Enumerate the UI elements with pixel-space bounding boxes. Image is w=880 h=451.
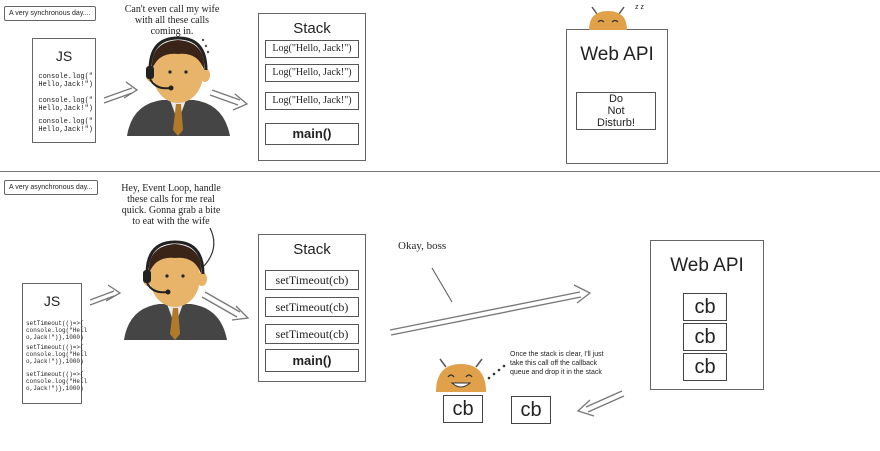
webapi-title: Web API: [670, 255, 744, 276]
dnd-line: Disturb!: [597, 117, 635, 129]
okay-boss-text: Okay, boss: [398, 240, 447, 252]
operator-person-async: [124, 240, 227, 340]
robot-thought-dots: [487, 364, 506, 380]
stack-main-frame: main(): [265, 123, 359, 145]
arrow-webapi-to-queue: [576, 390, 625, 417]
sleep-zz-text: z z: [635, 4, 644, 11]
js-code-line: console.log(" Hello,Jack!"): [38, 118, 93, 134]
stack-frame: setTimeout(cb): [265, 297, 359, 317]
do-not-disturb-sign: Do Not Disturb!: [576, 92, 656, 130]
js-panel-sync: JS console.log(" Hello,Jack!") console.l…: [32, 38, 96, 143]
speech-line: to eat with the wife: [132, 216, 210, 227]
stack-frame: Log("Hello, Jack!"): [265, 64, 359, 82]
arrow-operator-to-stack-async: [201, 291, 250, 321]
speech-line: with all these calls: [134, 15, 210, 26]
speech-line: these calls for me real: [127, 194, 215, 205]
robot-held-callback: cb: [443, 395, 483, 423]
arrow-operator-to-stack: [209, 89, 249, 111]
stack-title: Stack: [293, 241, 331, 258]
scene-caption-sync: A very synchronous day....: [4, 6, 96, 21]
stack-frame: Log("Hello, Jack!"): [265, 40, 359, 58]
speech-line: coming in.: [150, 26, 194, 37]
js-code-line: console.log(" Hello,Jack!"): [38, 97, 93, 113]
callback-queue-note: Once the stack is clear, I'll just take …: [510, 350, 604, 377]
stack-frame: Log("Hello, Jack!"): [265, 92, 359, 110]
okay-pointer-line: [431, 267, 453, 303]
js-code-line: setTimeout(()=>{ console.log("Hell o,Jac…: [26, 371, 88, 392]
dnd-line: Do: [608, 93, 624, 105]
scene-caption-async: A very asynchronous day...: [4, 180, 98, 195]
webapi-callback: cb: [683, 293, 727, 321]
robot-event-loop: [436, 358, 486, 392]
webapi-callback: cb: [683, 323, 727, 351]
stack-main-frame: main(): [265, 349, 359, 372]
arrow-js-to-operator: [103, 81, 139, 104]
thought-dots: [201, 38, 210, 54]
operator-person-sync: [127, 36, 230, 136]
js-code-line: console.log(" Hello,Jack!"): [38, 73, 93, 89]
note-line: take this call off the callback: [510, 360, 598, 367]
robot-sleeping: [589, 6, 627, 30]
js-panel-async: JS setTimeout(()=>{ console.log("Hell o,…: [22, 283, 87, 404]
webapi-title: Web API: [580, 44, 654, 65]
js-code-line: setTimeout(()=>{ console.log("Hell o,Jac…: [26, 344, 88, 365]
stack-frame: setTimeout(cb): [265, 324, 359, 344]
queued-callback: cb: [511, 396, 551, 424]
arrow-js-to-operator-async: [89, 284, 122, 306]
stack-title: Stack: [293, 20, 331, 37]
speech-line: quick. Gonna grab a bite: [121, 205, 221, 216]
stack-panel-async: Stack setTimeout(cb) setTimeout(cb) setT…: [258, 234, 366, 382]
js-panel-title: JS: [55, 48, 73, 64]
scene-divider: [0, 171, 880, 172]
speech-bubble-sync: Can't even call my wife with all these c…: [110, 4, 234, 37]
arrow-stack-to-webapi: [389, 284, 592, 336]
js-panel-title: JS: [43, 293, 61, 309]
dnd-line: Not: [607, 105, 625, 117]
speech-tail-async: [203, 227, 215, 267]
speech-line: Can't even call my wife: [124, 4, 220, 15]
note-line: Once the stack is clear, I'll just: [510, 351, 604, 358]
webapi-panel-async: Web API cb cb cb: [650, 240, 764, 390]
stack-frame: setTimeout(cb): [265, 270, 359, 290]
webapi-panel-sync: Web API Do Not Disturb!: [566, 29, 668, 164]
stack-panel-sync: Stack Log("Hello, Jack!") Log("Hello, Ja…: [258, 13, 366, 161]
speech-bubble-async: Hey, Event Loop, handle these calls for …: [108, 183, 234, 227]
js-code-line: setTimeout(()=>{ console.log("Hell o,Jac…: [26, 320, 88, 341]
note-line: queue and drop it in the stack: [510, 369, 602, 376]
webapi-callback: cb: [683, 353, 727, 381]
speech-line: Hey, Event Loop, handle: [121, 183, 221, 194]
